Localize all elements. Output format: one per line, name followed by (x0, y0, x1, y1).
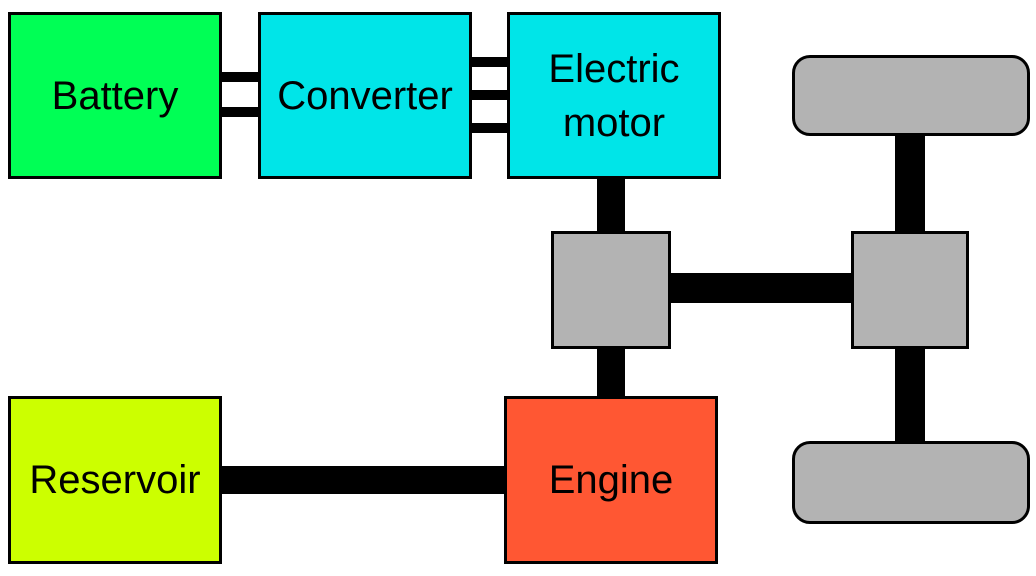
axle-upper (895, 132, 925, 234)
battery-block: Battery (8, 12, 222, 179)
engine-label: Engine (548, 458, 674, 502)
differential-box (851, 231, 969, 349)
transmission-box (551, 231, 671, 349)
reservoir-block: Reservoir (8, 396, 222, 564)
gearbox-engine-shaft (597, 346, 625, 399)
converter-motor-link-1 (470, 57, 510, 67)
axle-lower (895, 345, 925, 445)
battery-label: Battery (51, 73, 179, 118)
reservoir-label: Reservoir (29, 458, 201, 502)
converter-label: Converter (277, 73, 453, 118)
battery-converter-link-2 (220, 107, 260, 117)
drive-shaft (668, 273, 854, 303)
engine-block: Engine (504, 396, 718, 564)
battery-converter-link-1 (220, 72, 260, 82)
electric-motor-label-line2: motor (562, 100, 666, 145)
converter-motor-link-2 (470, 90, 510, 100)
motor-gearbox-shaft (597, 178, 625, 233)
fuel-line (220, 466, 508, 494)
rear-wheel (792, 441, 1030, 524)
electric-motor-block: Electric motor (507, 12, 721, 179)
converter-motor-link-3 (470, 123, 510, 133)
front-wheel (792, 55, 1030, 136)
electric-motor-label-line1: Electric (548, 46, 680, 91)
converter-block: Converter (258, 12, 472, 179)
